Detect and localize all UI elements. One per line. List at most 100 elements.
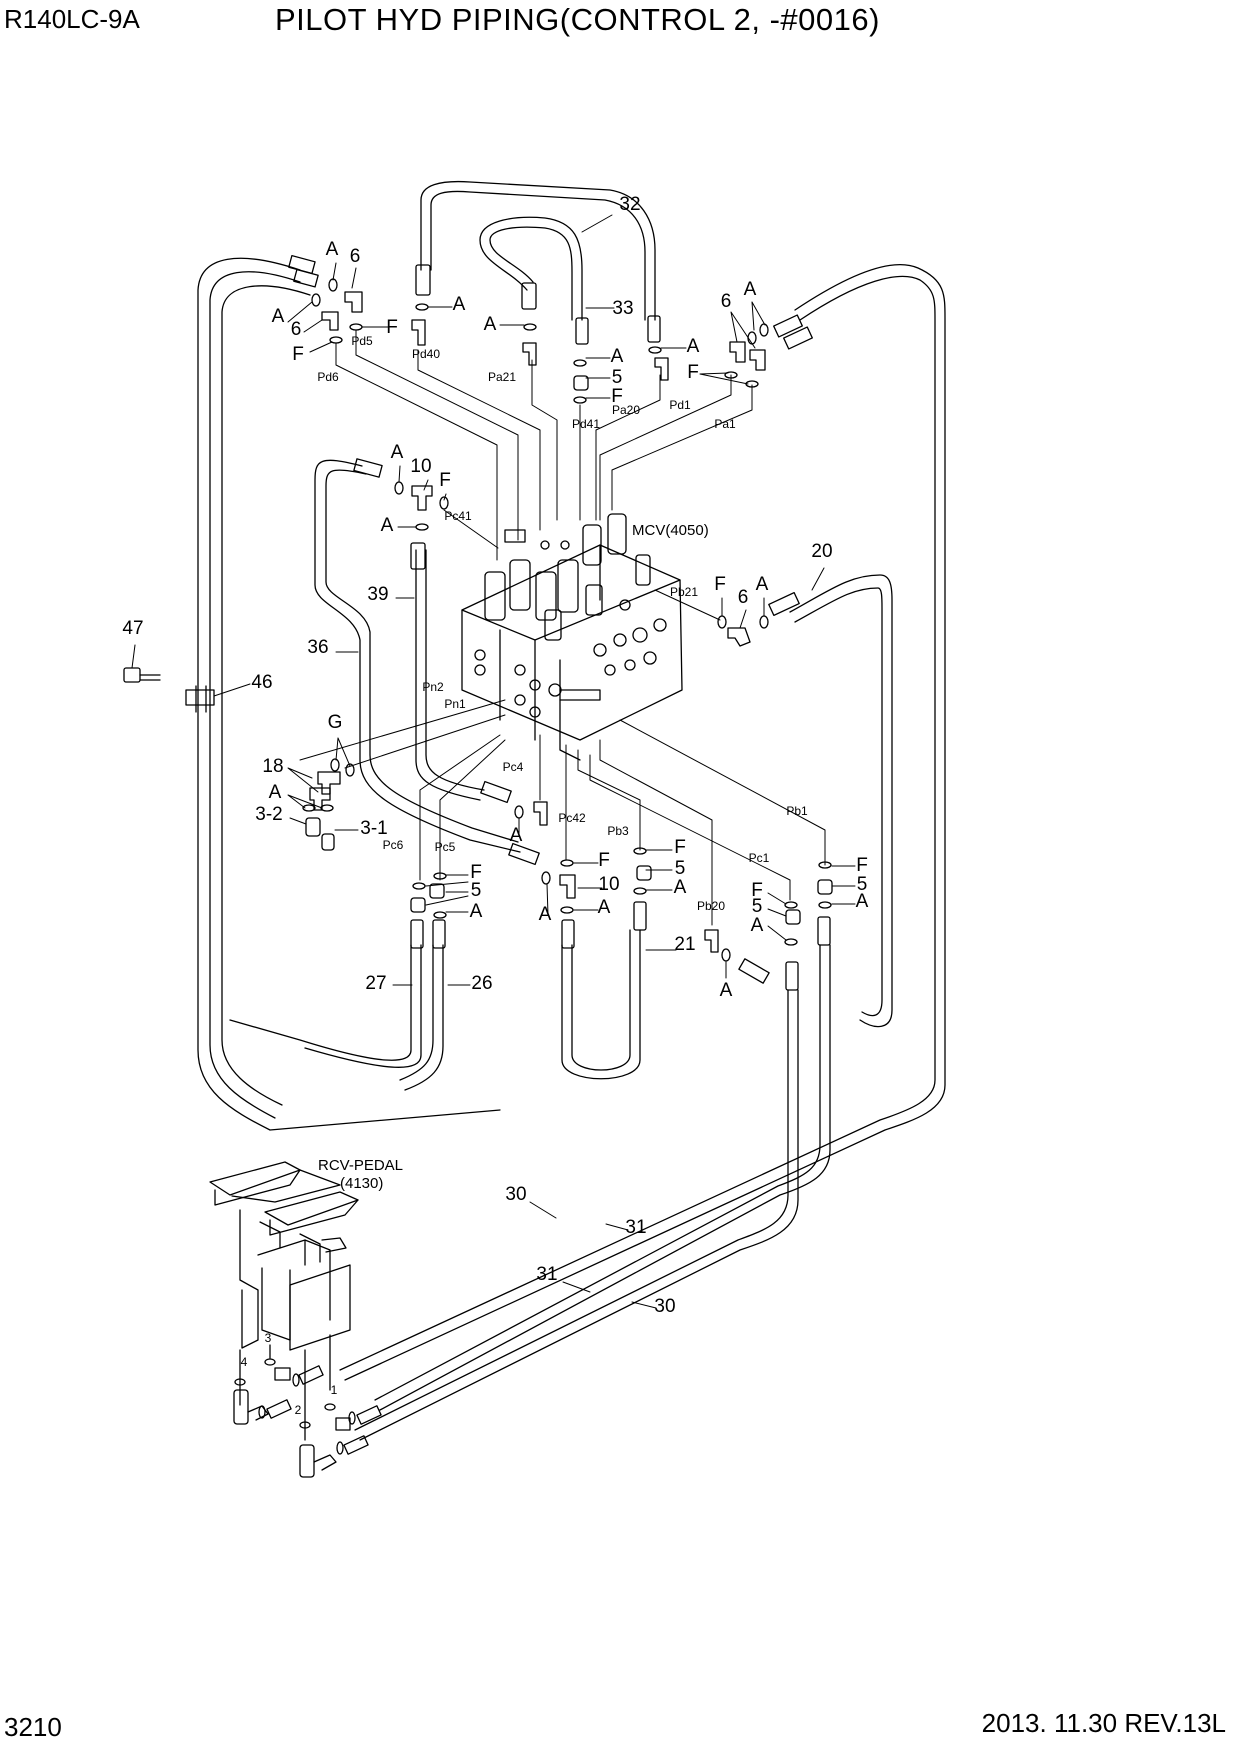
callout-label: A [470,901,483,922]
callout-label: A [453,294,466,315]
callout-label: A [756,574,769,595]
callout-label: 5 [612,367,623,388]
callout-label: A [720,980,733,1001]
port-label: Pn1 [444,697,466,711]
mcv-label: MCV(4050) [632,522,709,539]
callout-label: F [751,880,763,901]
port-label: 4 [241,1355,248,1369]
hose-end-fittings [123,254,833,991]
callout-label: 31 [625,1217,646,1238]
callout-label: 47 [122,618,143,639]
callout-label: 5 [471,880,482,901]
callout-label: A [674,877,687,898]
hose-20 [789,574,893,1028]
port-label: Pd1 [669,398,691,412]
callout-label: 31 [536,1264,557,1285]
callout-label: F [470,862,482,883]
callout-label: 6 [738,587,749,608]
callout-label: 5 [857,874,868,895]
hose-32-33 [420,180,656,321]
port-label: Pd40 [412,347,440,361]
model-number: R140LC-9A [4,4,140,34]
port-label: 2 [295,1403,302,1417]
callout-label: 5 [752,896,763,917]
callout-label: A [272,306,285,327]
callout-label: F [714,574,726,595]
callout-label: F [856,855,868,876]
callout-label: 10 [410,456,431,477]
callout-label: F [687,362,699,383]
port-label: Pa1 [714,417,736,431]
callout-label: A [744,279,757,300]
callout-label: A [510,825,523,846]
callout-label: 39 [367,584,388,605]
callout-label: 5 [675,858,686,879]
callout-label: F [292,344,304,365]
callout-label: 27 [365,973,386,994]
port-label: Pc42 [558,811,586,825]
port-label: Pc6 [383,838,404,852]
page-title: PILOT HYD PIPING(CONTROL 2, -#0016) [275,2,880,37]
pilot-lines-top [335,329,753,561]
port-label: Pc41 [444,509,472,523]
callout-label: F [439,470,451,491]
hose-30-31-right [339,264,946,1441]
port-label: Pd5 [351,334,373,348]
callout-label: 20 [811,541,832,562]
port-label: Pn2 [422,680,444,694]
hose-27-26 [229,944,444,1091]
callout-label: A [484,314,497,335]
callout-label: F [674,837,686,858]
callout-label: A [391,442,404,463]
hose-36 [314,459,521,853]
callout-label: A [598,897,611,918]
callout-label: 18 [262,756,283,777]
port-label: Pb3 [607,824,629,838]
port-label: 1 [331,1383,338,1397]
port-label: Pb21 [670,585,698,599]
o-rings [302,278,832,962]
callout-label: 30 [505,1184,526,1205]
pilot-lines-bottom [299,589,826,926]
rcv-pedal-label: RCV-PEDAL [318,1157,403,1174]
callout-label: 33 [612,298,633,319]
callout-label: 32 [619,194,640,215]
rcv-pedal-number: (4130) [340,1175,383,1192]
callout-label: A [687,336,700,357]
port-label: Pa20 [612,403,640,417]
callout-label: 3-2 [255,804,282,825]
callout-label: F [598,850,610,871]
hose-39 [415,549,485,801]
callout-label: 26 [471,973,492,994]
port-label: Pa21 [488,370,516,384]
callout-label: 6 [721,291,732,312]
callout-label: F [611,386,623,407]
callout-label: A [751,915,764,936]
callout-label: A [269,782,282,803]
mcv-valve-block [461,513,683,761]
port-label: 3 [265,1331,272,1345]
page-number: 3210 [4,1712,62,1742]
leader-lines [131,214,856,1309]
callout-label: 21 [674,934,695,955]
callout-label: 6 [350,246,361,267]
callout-label: A [611,346,624,367]
callout-label: 6 [291,319,302,340]
callout-label: A [539,904,552,925]
port-label: Pc4 [503,760,524,774]
port-label: Pd6 [317,370,339,384]
callout-label: A [856,891,869,912]
callout-label: 36 [307,637,328,658]
hose-21 [561,929,641,1080]
callout-label: A [381,515,394,536]
callout-label: 46 [251,672,272,693]
port-label: Pd41 [572,417,600,431]
callout-label: 3-1 [360,818,387,839]
port-label: Pc5 [435,840,456,854]
port-label: Pb20 [697,899,725,913]
callout-label: A [326,239,339,260]
callout-label: G [328,712,343,733]
